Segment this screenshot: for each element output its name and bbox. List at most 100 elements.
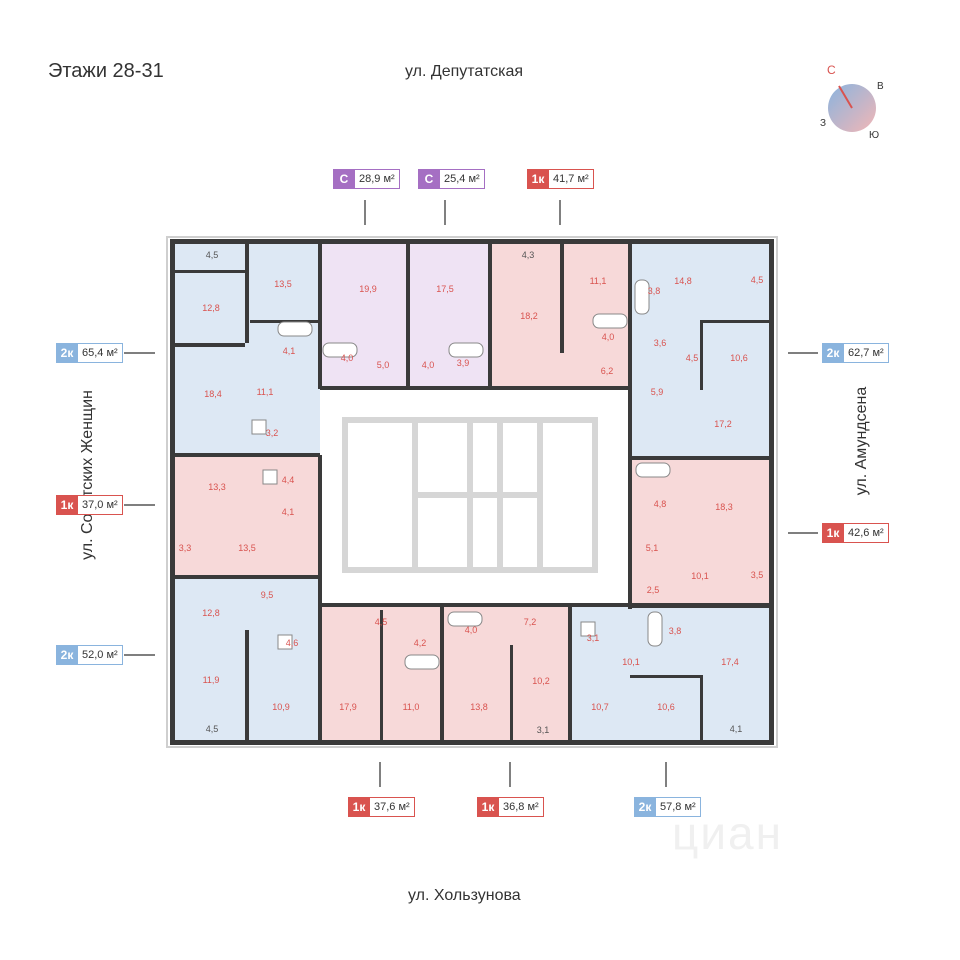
apartment-area: 62,7 м² xyxy=(844,343,889,363)
room-area: 4,5 xyxy=(206,724,219,734)
compass-west: З xyxy=(820,118,827,129)
apartment-type: С xyxy=(418,169,440,189)
room-area: 4,8 xyxy=(654,499,667,509)
room-area: 5,1 xyxy=(646,543,659,553)
room-area: 7,2 xyxy=(524,617,537,627)
room-area: 11,1 xyxy=(257,387,274,397)
apartment-area: 65,4 м² xyxy=(78,343,123,363)
street-label-bottom: ул. Хользунова xyxy=(408,887,521,904)
room-area: 4,2 xyxy=(414,638,427,648)
balcony-frame xyxy=(166,236,778,748)
room-area: 4,0 xyxy=(422,360,435,370)
compass-north: С xyxy=(827,63,836,77)
apartment-area: 52,0 м² xyxy=(78,645,123,665)
stair-core xyxy=(342,417,598,573)
apartment-tag-left-2[interactable]: 1к 37,0 м² xyxy=(56,495,123,515)
apartment-area: 36,8 м² xyxy=(499,797,544,817)
room-area: 4,0 xyxy=(341,353,354,363)
apartment-type: 1к xyxy=(822,523,844,543)
room-area: 4,3 xyxy=(522,250,535,260)
room-area: 11,0 xyxy=(403,702,420,712)
room-area: 10,1 xyxy=(691,571,709,581)
floor-title: Этажи 28-31 xyxy=(48,60,164,82)
apartment-area: 37,6 м² xyxy=(370,797,415,817)
room-area: 10,9 xyxy=(272,702,290,712)
apartment-tag-left-1[interactable]: 2к 65,4 м² xyxy=(56,343,123,363)
room-area: 2,5 xyxy=(647,585,660,595)
apartment-tag-bottom-2[interactable]: 1к 36,8 м² xyxy=(477,797,544,817)
bathtub-icon xyxy=(448,342,484,358)
apartment-tag-top-3[interactable]: 1к 41,7 м² xyxy=(527,169,594,189)
apartment-tag-left-3[interactable]: 2к 52,0 м² xyxy=(56,645,123,665)
bathtub-icon xyxy=(322,342,358,358)
room-area: 4,6 xyxy=(286,638,299,648)
room-area: 10,7 xyxy=(591,702,609,712)
apt-left-2-fill xyxy=(172,456,320,576)
apt-right-2-fill xyxy=(630,458,770,606)
room-area: 4,5 xyxy=(751,275,764,285)
apartment-type: 1к xyxy=(56,495,78,515)
room-area: 17,9 xyxy=(339,702,357,712)
apartment-type: 2к xyxy=(634,797,656,817)
room-area: 4,0 xyxy=(465,625,478,635)
apartment-tag-right-1[interactable]: 2к 62,7 м² xyxy=(822,343,889,363)
room-area: 11,1 xyxy=(590,276,607,286)
bathtub-icon xyxy=(634,279,650,315)
room-area: 12,8 xyxy=(202,303,220,313)
apartment-type: 1к xyxy=(477,797,499,817)
compass-icon xyxy=(828,84,876,132)
room-area: 4,5 xyxy=(206,250,219,260)
apartment-tag-top-2[interactable]: С 25,4 м² xyxy=(418,169,485,189)
room-area: 12,8 xyxy=(202,608,220,618)
room-area: 4,0 xyxy=(602,332,615,342)
apartment-type: 1к xyxy=(348,797,370,817)
apartment-area: 57,8 м² xyxy=(656,797,701,817)
room-area: 4,4 xyxy=(282,475,295,485)
apartment-area: 41,7 м² xyxy=(549,169,594,189)
room-area: 4,1 xyxy=(282,507,295,517)
apt-top-1-fill xyxy=(320,243,408,388)
bathtub-icon xyxy=(647,611,663,647)
room-area: 3,1 xyxy=(537,725,550,735)
apartment-type: 2к xyxy=(822,343,844,363)
room-area: 3,5 xyxy=(751,570,764,580)
room-area: 3,9 xyxy=(457,358,470,368)
room-area: 18,3 xyxy=(715,502,733,512)
room-area: 3,8 xyxy=(669,626,682,636)
apartment-type: С xyxy=(333,169,355,189)
apt-top-2-fill xyxy=(408,243,490,388)
room-area: 5,0 xyxy=(377,360,390,370)
apartment-tag-right-2[interactable]: 1к 42,6 м² xyxy=(822,523,889,543)
room-area: 13,3 xyxy=(208,482,226,492)
apartment-type: 1к xyxy=(527,169,549,189)
room-area: 3,8 xyxy=(648,286,661,296)
room-area: 14,8 xyxy=(674,276,692,286)
room-area: 10,6 xyxy=(657,702,675,712)
bathtub-icon xyxy=(404,654,440,670)
room-area: 17,5 xyxy=(436,284,454,294)
room-area: 4,5 xyxy=(375,617,388,627)
room-area: 3,6 xyxy=(654,338,667,348)
apartment-tag-bottom-3[interactable]: 2к 57,8 м² xyxy=(634,797,701,817)
room-area: 4,1 xyxy=(283,346,296,356)
room-area: 4,5 xyxy=(686,353,699,363)
compass-south: Ю xyxy=(869,130,880,141)
leader-lines xyxy=(124,200,818,787)
bathtub-icon xyxy=(592,313,628,329)
apt-bottom-3-fill xyxy=(570,605,770,742)
apartment-type: 2к xyxy=(56,343,78,363)
room-area: 10,6 xyxy=(730,353,748,363)
room-area: 18,2 xyxy=(520,311,538,321)
apartment-type: 2к xyxy=(56,645,78,665)
room-area: 13,5 xyxy=(238,543,256,553)
toilet-icon xyxy=(251,419,267,435)
bathtub-icon xyxy=(635,462,671,478)
room-area: 3,2 xyxy=(266,428,279,438)
room-area: 13,8 xyxy=(470,702,488,712)
apartment-tag-top-1[interactable]: С 28,9 м² xyxy=(333,169,400,189)
toilet-icon xyxy=(580,621,596,637)
room-area: 10,2 xyxy=(532,676,550,686)
apt-bottom-2-fill xyxy=(442,605,570,742)
room-labels: 4,5 13,5 12,8 4,1 18,4 11,1 3,2 19,9 4,0… xyxy=(179,250,764,735)
apartment-tag-bottom-1[interactable]: 1к 37,6 м² xyxy=(348,797,415,817)
